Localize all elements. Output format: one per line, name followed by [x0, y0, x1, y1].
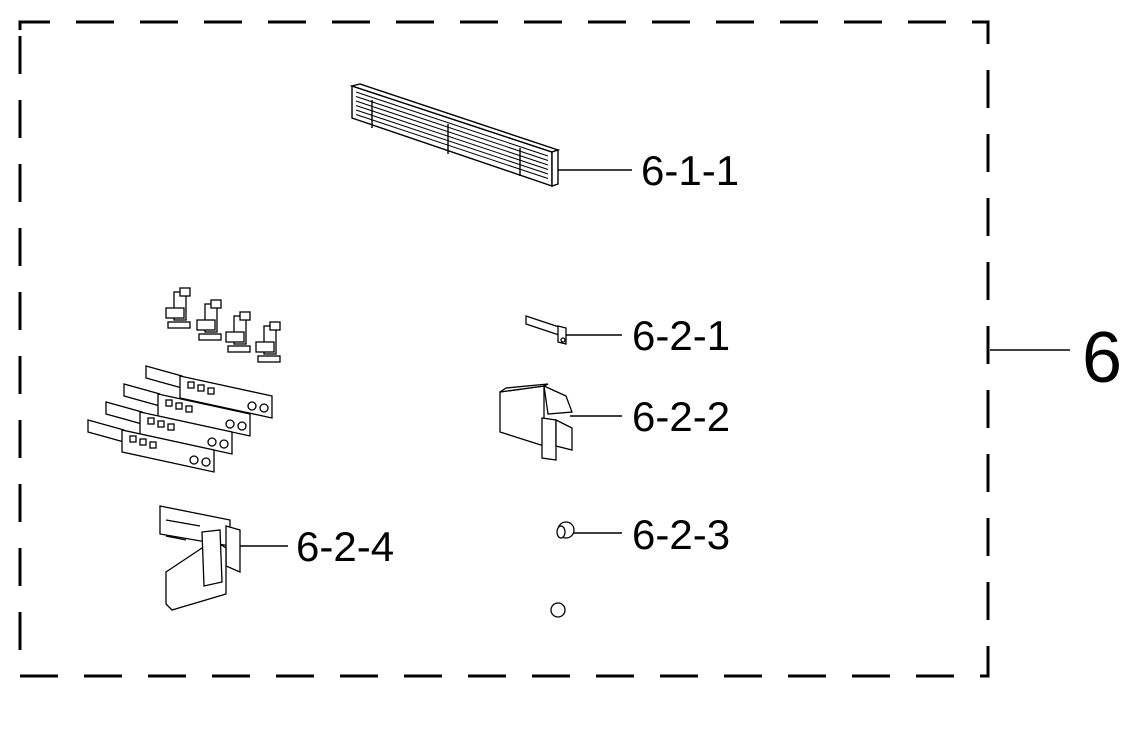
- part-clips: [165, 287, 281, 363]
- group-label: 6: [1082, 318, 1122, 398]
- part-6-2-1: [525, 315, 567, 345]
- grille-slat: [355, 109, 549, 175]
- part-small-cap: [550, 602, 566, 618]
- part-grille: [349, 83, 561, 187]
- callout-6-2-2: 6-2-2: [632, 393, 730, 440]
- grille-slat: [355, 114, 549, 179]
- callout-6-2-3: 6-2-3: [632, 511, 730, 558]
- part-6-2-2: [499, 383, 573, 461]
- group-boundary-dashed: [18, 20, 990, 678]
- part-slide-rails: [87, 365, 273, 473]
- callout-6-1-1: 6-1-1: [641, 147, 739, 194]
- grille-slat: [355, 96, 549, 161]
- callout-6-2-4: 6-2-4: [296, 523, 394, 570]
- grille-slat: [355, 105, 549, 170]
- grille-slat: [355, 100, 549, 166]
- callout-6-2-1: 6-2-1: [632, 312, 730, 359]
- grille-slat: [355, 91, 549, 157]
- part-6-2-3: [556, 521, 575, 539]
- part-6-2-4: [159, 505, 241, 611]
